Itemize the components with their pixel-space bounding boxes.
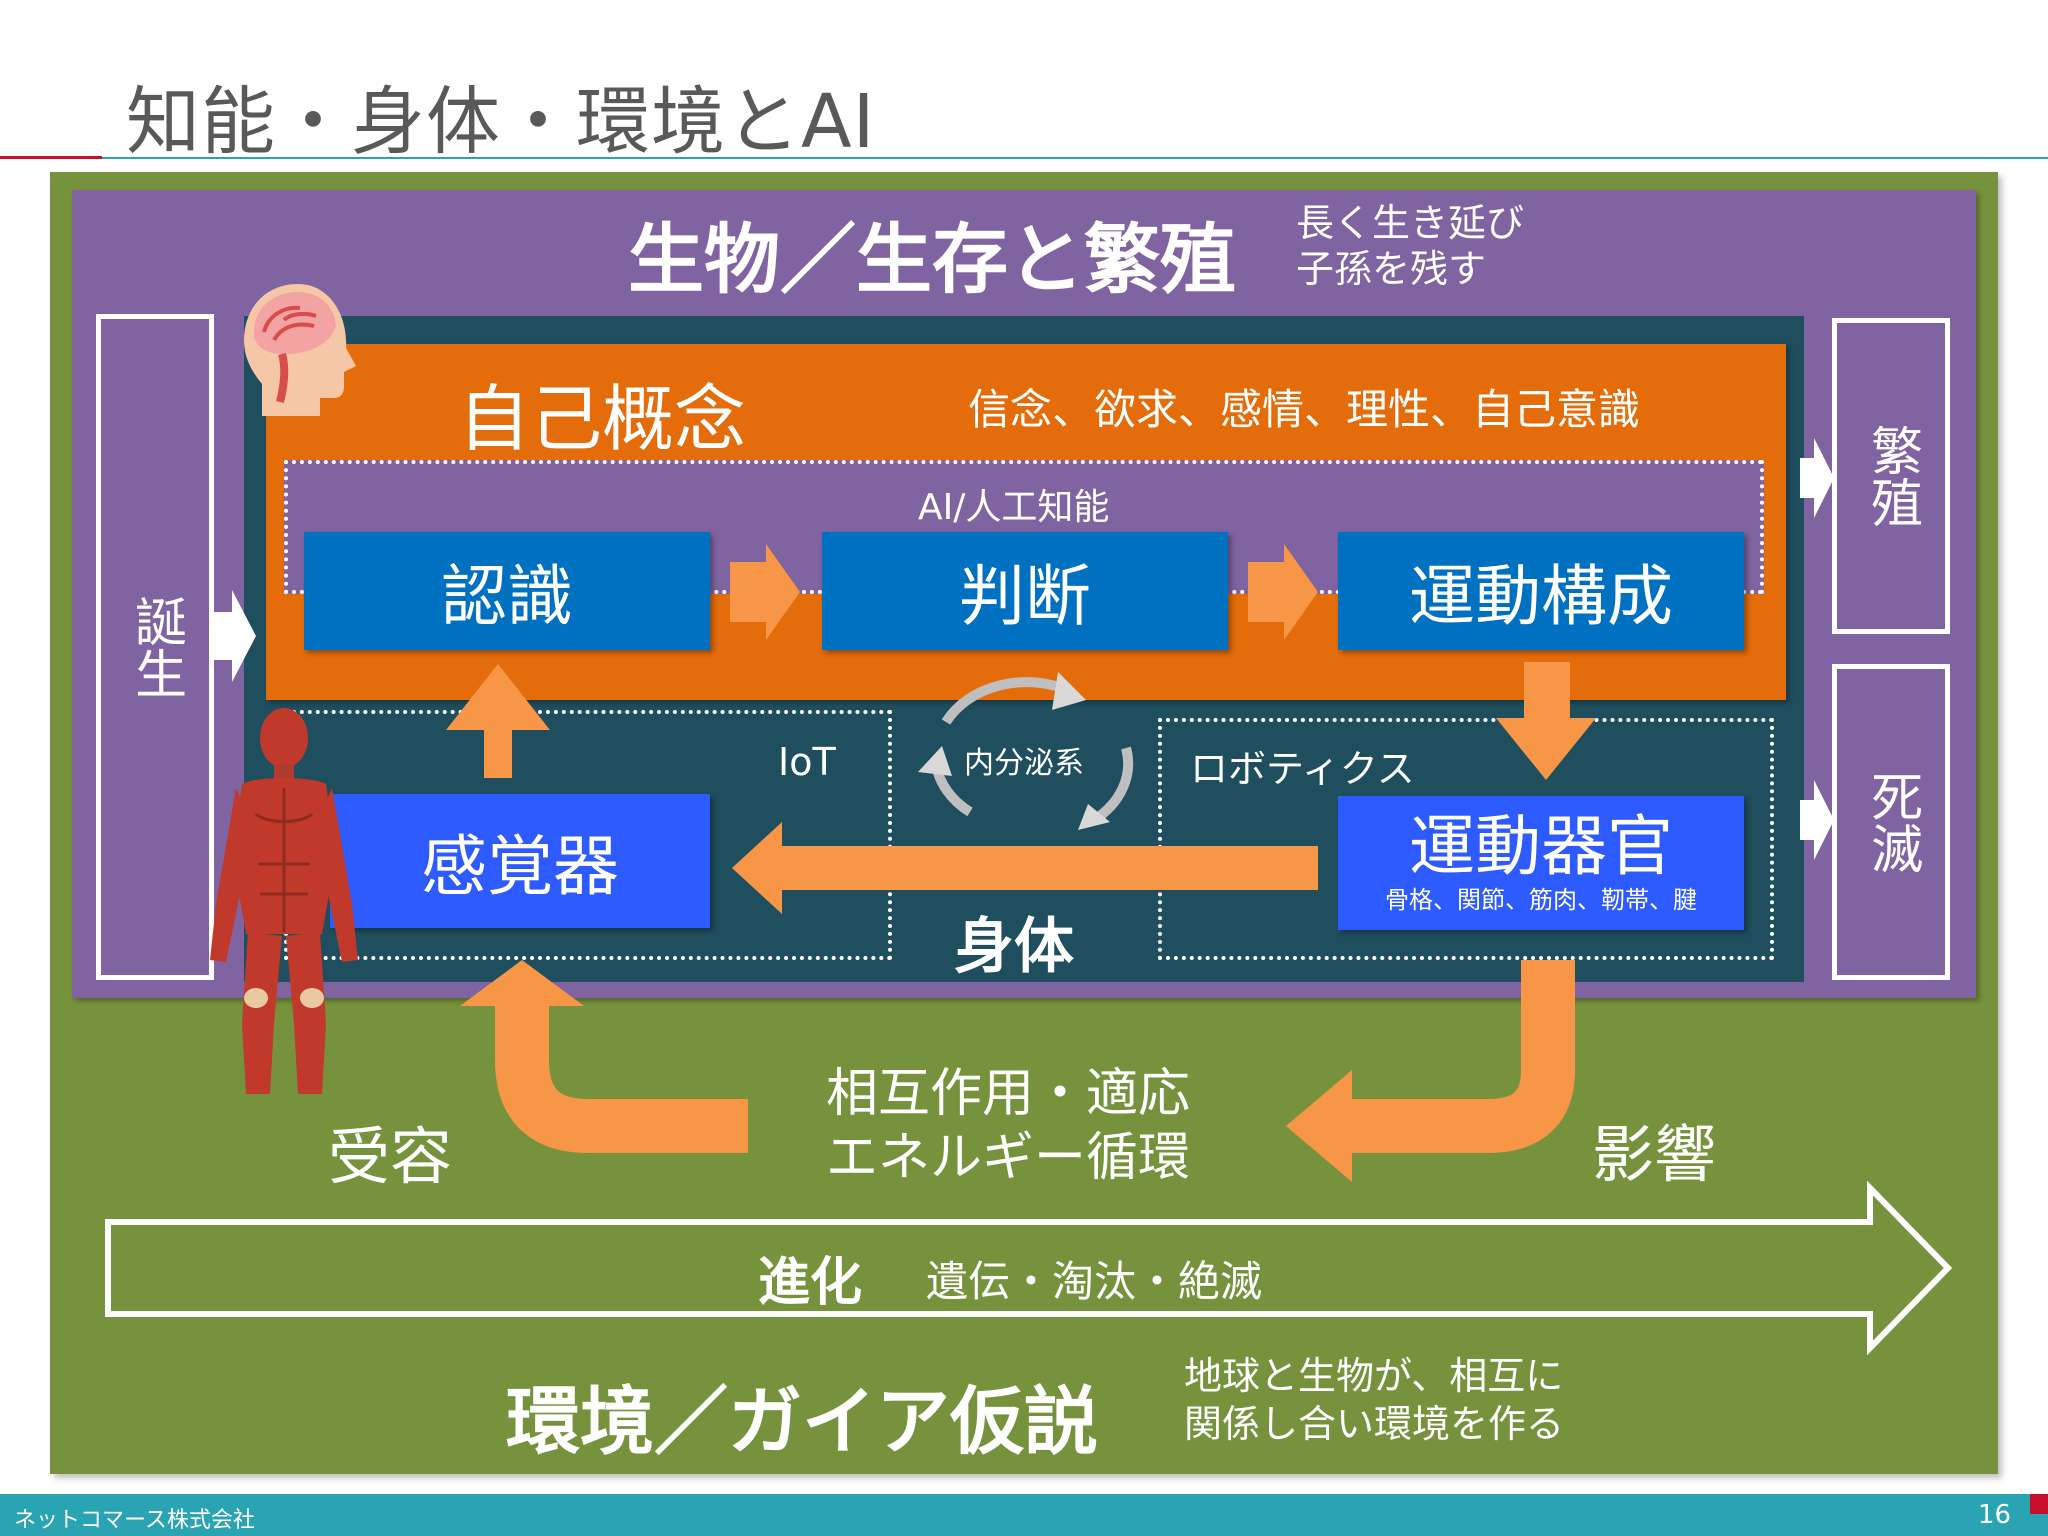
influence-arrowhead-icon	[1286, 1070, 1352, 1182]
motor-organs-title: 運動器官	[1409, 808, 1673, 885]
company-name: ネットコマース株式会社	[14, 1508, 255, 1533]
page-number: 16	[1978, 1500, 2012, 1530]
human-anatomy-icon	[210, 708, 358, 1094]
environment-note: 地球と生物が、相互に 関係し合い環境を作る	[1184, 1352, 1564, 1448]
evolution-title: 進化	[758, 1253, 863, 1313]
motor-organs-detail: 骨格、関節、筋肉、靭帯、腱	[1385, 886, 1697, 914]
motor-planning-box: 運動構成	[1338, 532, 1744, 650]
body-loop-arrow-icon	[732, 822, 1318, 914]
recognition-box: 認識	[304, 532, 710, 650]
evolution-arrow-icon	[105, 1180, 1953, 1356]
slide-title: 知能・身体・環境とAI	[126, 79, 876, 165]
organism-note: 長く生き延び 子孫を残す	[1296, 200, 1524, 292]
death-box: 死滅	[1832, 664, 1950, 980]
interaction-line1: 相互作用・適応	[826, 1064, 1191, 1124]
motor-organs-box: 運動器官 骨格、関節、筋肉、靭帯、腱	[1338, 796, 1744, 930]
interaction-line2: エネルギー循環	[826, 1128, 1191, 1188]
interaction-text: 相互作用・適応 エネルギー循環	[826, 1062, 1190, 1190]
reception-arrowhead-icon	[460, 960, 584, 1006]
robotics-label: ロボティクス	[1190, 747, 1415, 791]
footer-bar	[0, 1494, 2048, 1536]
evolution-items: 遺伝・淘汰・絶滅	[926, 1257, 1263, 1306]
judgment-to-motor-arrow-icon	[1248, 544, 1318, 640]
reception-label: 受容	[328, 1120, 453, 1193]
reproduction-box: 繁殖	[1832, 318, 1950, 634]
environment-title: 環境／ガイア仮説	[506, 1379, 1098, 1465]
environment-note-line1: 地球と生物が、相互に	[1184, 1354, 1564, 1398]
endocrine-label: 内分泌系	[964, 746, 1084, 781]
motor-to-organs-arrow-icon	[1496, 662, 1596, 780]
iot-label: IoT	[778, 740, 836, 784]
organism-title: 生物／生存と繁殖	[628, 215, 1236, 304]
influence-arrow-path-icon	[1346, 960, 1575, 1153]
footer-accent	[2030, 1494, 2048, 1514]
title-rule-red	[0, 156, 102, 159]
self-concept-title: 自己概念	[458, 377, 747, 461]
organism-note-line2: 子孫を残す	[1296, 247, 1487, 291]
brain-head-icon	[244, 284, 356, 416]
reproduction-arrow-icon	[1800, 438, 1834, 518]
death-arrow-icon	[1800, 780, 1834, 860]
birth-box: 誕生	[96, 314, 214, 980]
birth-arrow-icon	[214, 590, 256, 682]
reception-arrow-path-icon	[495, 1000, 748, 1153]
sensor-to-recognition-arrow-icon	[446, 664, 550, 778]
recognition-to-judgment-arrow-icon	[730, 544, 800, 640]
title-rule-teal	[102, 157, 2048, 159]
ai-label: AI/人工知能	[918, 487, 1110, 528]
sensor-box: 感覚器	[330, 794, 710, 928]
environment-note-line2: 関係し合い環境を作る	[1184, 1402, 1565, 1446]
organism-note-line1: 長く生き延び	[1296, 201, 1525, 245]
self-concept-items: 信念、欲求、感情、理性、自己意識	[968, 385, 1641, 434]
influence-label: 影響	[1592, 1118, 1717, 1191]
judgment-box: 判断	[822, 532, 1228, 650]
robotics-region	[1158, 718, 1774, 960]
body-label: 身体	[954, 912, 1074, 982]
cycle-arrows-icon	[918, 672, 1134, 830]
